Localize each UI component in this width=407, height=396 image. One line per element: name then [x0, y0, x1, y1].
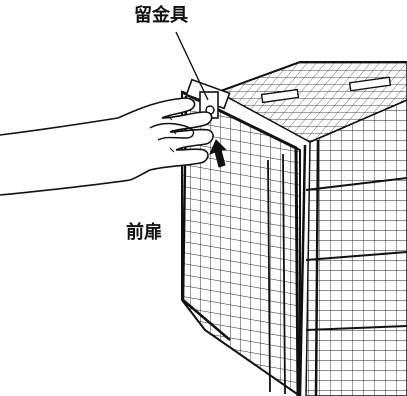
latch-leader-line [175, 31, 209, 101]
latch-label: 留金具 [134, 5, 188, 26]
up-arrow-icon [209, 139, 228, 168]
hand-illustration [0, 97, 214, 196]
cage-side [298, 99, 407, 396]
front-door-label: 前扉 [126, 222, 162, 243]
cage-top [216, 61, 407, 143]
